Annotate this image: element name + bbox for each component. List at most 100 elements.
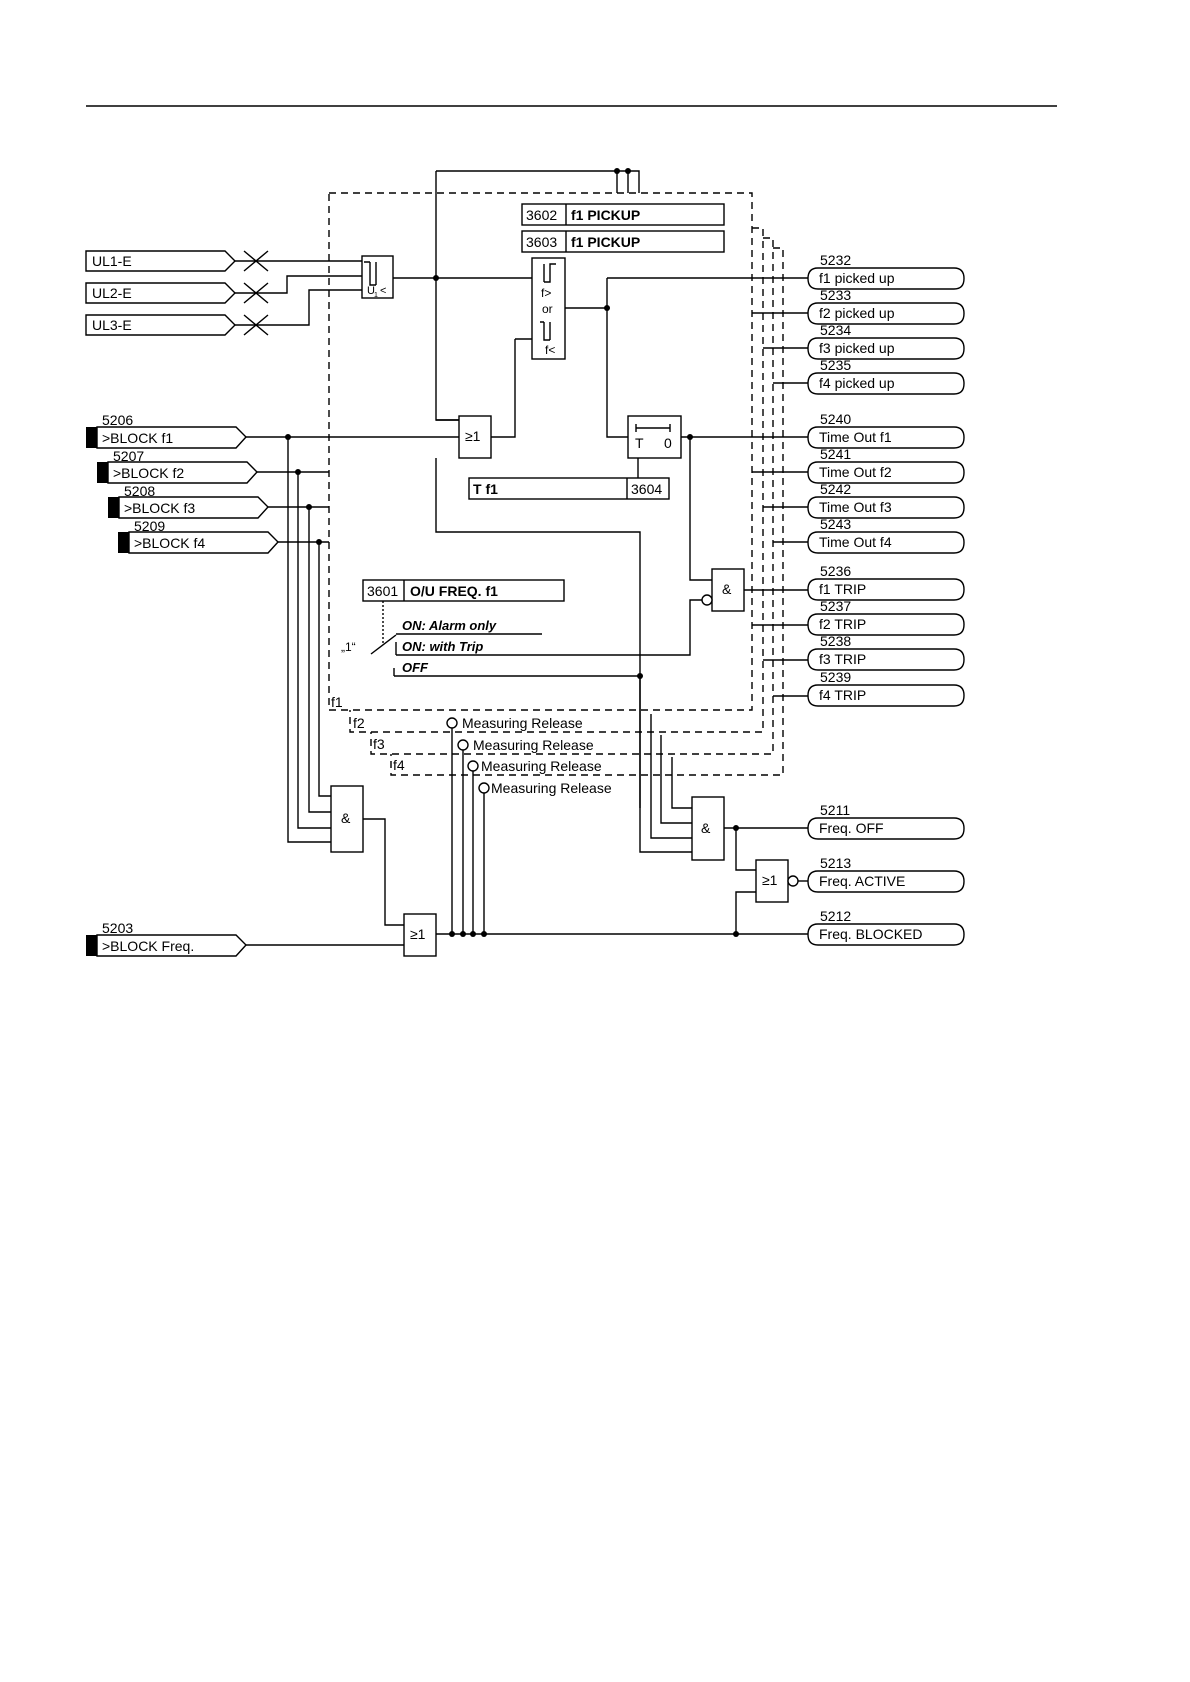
param-label: f1 PICKUP <box>571 234 640 250</box>
voltage-input-label: UL1-E <box>92 253 132 269</box>
mode-option-alarm: ON: Alarm only <box>402 618 497 633</box>
param-3604-delay: T f1 3604 <box>468 477 670 500</box>
block-input-label: >BLOCK f3 <box>124 500 195 516</box>
voltage-input-label: UL2-E <box>92 285 132 301</box>
signal-label: Time Out f4 <box>819 534 892 550</box>
and-gate-trip-f1: & <box>701 568 745 612</box>
or-gate-block-freq: ≥1 <box>403 913 437 957</box>
block-input-number: 5206 <box>102 412 133 428</box>
block-input-f4: 5209 >BLOCK f4 <box>118 518 279 554</box>
signal-number: 5238 <box>820 633 851 649</box>
param-number: 3601 <box>367 583 398 599</box>
block-input-number: 5207 <box>113 448 144 464</box>
mode-switch: „1“ ON: Alarm only ON: with Trip OFF <box>341 618 640 677</box>
stage-label-f3: f3 <box>373 736 385 752</box>
signal-label: Time Out f3 <box>819 499 892 515</box>
signal-label: f2 picked up <box>819 305 895 321</box>
stage-label-f4: f4 <box>393 757 405 773</box>
undervoltage-label: U <box>367 285 375 297</box>
signal-number: 5213 <box>820 855 851 871</box>
freq-over-label: f> <box>541 286 551 300</box>
block-input-f2: 5207 >BLOCK f2 <box>97 448 258 484</box>
voltage-input-ul2: UL2-E <box>85 282 236 304</box>
timer-t: T <box>635 435 644 451</box>
or-gate-label: ≥1 <box>762 872 778 888</box>
param-3603-pickup: 3603 f1 PICKUP <box>521 230 725 253</box>
signal-number: 5212 <box>820 908 851 924</box>
block-input-number: 5208 <box>124 483 155 499</box>
signal-number: 5239 <box>820 669 851 685</box>
measuring-release-label: Measuring Release <box>462 715 583 731</box>
signal-number: 5233 <box>820 287 851 303</box>
param-label: O/U FREQ. f1 <box>410 583 498 599</box>
switch-label: „1“ <box>341 640 356 654</box>
signal-label: Freq. ACTIVE <box>819 873 905 889</box>
signal-label: f2 TRIP <box>819 616 866 632</box>
undervoltage-sub: 1 <box>374 292 378 299</box>
signal-number: 5242 <box>820 481 851 497</box>
signal-number: 5235 <box>820 357 851 373</box>
stage-label-f2: f2 <box>353 715 365 731</box>
signal-number: 5236 <box>820 563 851 579</box>
and-gate-off: & <box>691 796 725 861</box>
output-5235: 5235 f4 picked up <box>807 357 965 395</box>
block-input-label: >BLOCK f4 <box>134 535 205 551</box>
signal-label: f4 picked up <box>819 375 895 391</box>
timer-block: T 0 <box>627 415 682 459</box>
measuring-release-label: Measuring Release <box>491 780 612 796</box>
param-label: f1 PICKUP <box>571 207 640 223</box>
signal-number: 5241 <box>820 446 851 462</box>
or-gate-label: ≥1 <box>410 926 426 942</box>
signal-number: 5211 <box>820 802 850 818</box>
signal-label: f4 TRIP <box>819 687 866 703</box>
voltage-input-ul3: UL3-E <box>85 314 236 336</box>
signal-number: 5234 <box>820 322 851 338</box>
param-number: 3602 <box>526 207 557 223</box>
signal-number: 5243 <box>820 516 851 532</box>
measuring-release-label: Measuring Release <box>481 758 602 774</box>
measuring-release-f1: Measuring Release <box>446 715 583 731</box>
block-input-f3: 5208 >BLOCK f3 <box>108 483 269 519</box>
signal-label: Time Out f1 <box>819 429 892 445</box>
block-input-f1: 5206 >BLOCK f1 <box>86 412 247 449</box>
and-gate-label: & <box>722 581 732 597</box>
block-freq-number: 5203 <box>102 920 133 936</box>
output-5237: 5237 f2 TRIP <box>807 598 965 636</box>
signal-label: f1 picked up <box>819 270 895 286</box>
block-input-label: >BLOCK f1 <box>102 430 173 446</box>
block-input-number: 5209 <box>134 518 165 534</box>
stage-frame-f4 <box>390 247 784 776</box>
measuring-release-f4: Measuring Release <box>478 780 612 796</box>
block-input-freq: 5203 >BLOCK Freq. <box>86 920 247 957</box>
measuring-release-label: Measuring Release <box>473 737 594 753</box>
frequency-detector-block: f> or f< <box>531 257 566 360</box>
stage-frame-f1 <box>328 192 753 711</box>
mode-option-trip: ON: with Trip <box>402 639 483 654</box>
stage-frame-f3 <box>370 237 774 755</box>
or-gate-block-f1: ≥1 <box>458 415 492 459</box>
stage-label-f1: f1 <box>331 694 343 710</box>
signal-label: Time Out f2 <box>819 464 892 480</box>
signal-label: Freq. BLOCKED <box>819 926 922 942</box>
voltage-input-ul1: UL1-E <box>85 250 236 272</box>
and-gate-label: & <box>701 820 711 836</box>
signal-label: Freq. OFF <box>819 820 884 836</box>
signal-number: 5237 <box>820 598 851 614</box>
timer-zero: 0 <box>664 435 672 451</box>
param-3602-pickup: 3602 f1 PICKUP <box>521 203 725 226</box>
output-5239: 5239 f4 TRIP <box>807 669 965 707</box>
measuring-release-f2: Measuring Release <box>457 737 594 753</box>
measuring-release-f3: Measuring Release <box>467 758 602 774</box>
or-gate-label: ≥1 <box>465 428 481 444</box>
